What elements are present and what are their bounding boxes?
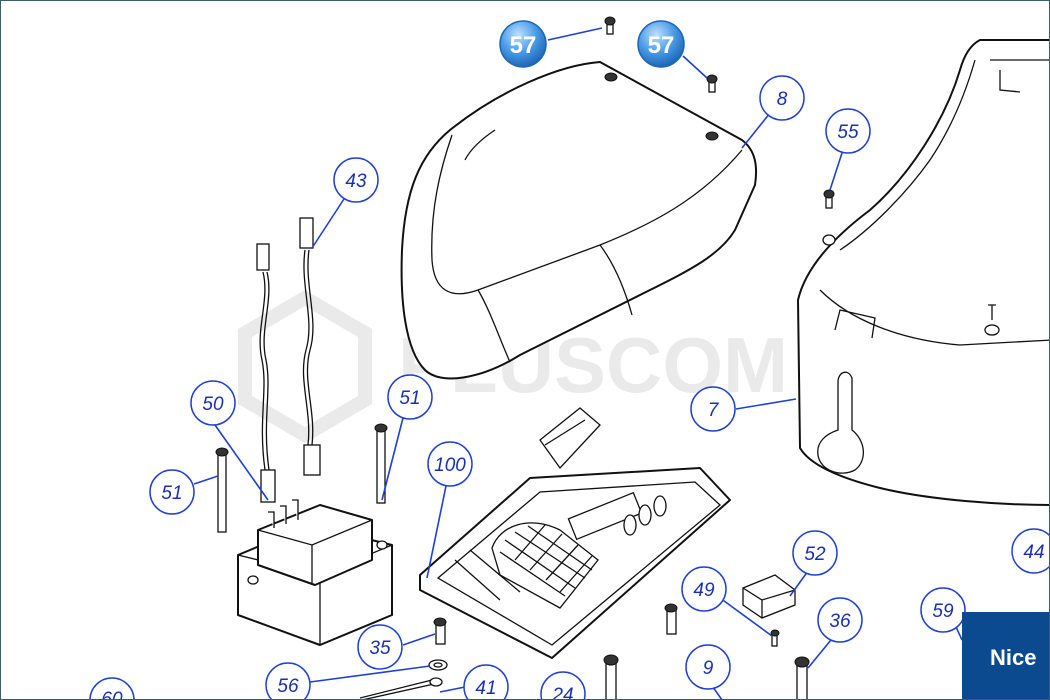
leader-lines: [193, 27, 963, 700]
callout-57a-label: 57: [510, 32, 537, 59]
svg-text:55: 55: [837, 122, 859, 143]
svg-text:52: 52: [804, 544, 826, 565]
small-parts: [359, 16, 835, 700]
callout-8: 8: [759, 75, 805, 121]
callout-57b-label: 57: [648, 32, 675, 59]
callout-43: 43: [333, 157, 379, 203]
svg-text:43: 43: [345, 171, 367, 192]
svg-text:56: 56: [277, 676, 299, 697]
callout-55: 55: [825, 108, 871, 154]
part-housing: [797, 39, 1050, 506]
svg-text:60: 60: [101, 689, 123, 700]
watermark-hex-icon: [238, 289, 372, 444]
svg-text:59: 59: [932, 601, 954, 622]
part-transformer: [237, 499, 393, 646]
part-cables: [256, 217, 321, 503]
callout-7: 7: [690, 386, 736, 432]
svg-text:51: 51: [399, 388, 420, 409]
svg-text:9: 9: [703, 658, 714, 679]
svg-text:44: 44: [1023, 542, 1044, 563]
svg-text:41: 41: [475, 678, 496, 699]
svg-text:49: 49: [693, 580, 715, 601]
brand-logo: Nice: [962, 612, 1050, 700]
callout-35: 35: [357, 624, 403, 670]
part-rods: [215, 423, 388, 533]
callout-57a: 57: [499, 20, 547, 68]
callout-59: 59: [920, 587, 966, 633]
svg-text:36: 36: [829, 611, 851, 632]
callout-52: 52: [792, 530, 838, 576]
callout-51-right: 51: [387, 374, 433, 420]
svg-text:35: 35: [369, 638, 391, 659]
callout-41: 41: [463, 664, 509, 700]
callout-60: 60: [89, 677, 135, 700]
svg-text:100: 100: [434, 455, 466, 476]
callout-57b: 57: [637, 20, 685, 68]
callout-56: 56: [265, 662, 311, 700]
callout-49: 49: [681, 566, 727, 612]
callout-24: 24: [540, 671, 586, 700]
svg-text:50: 50: [202, 394, 224, 415]
heatsink: [491, 522, 599, 609]
svg-text:8: 8: [777, 89, 788, 110]
callout-50: 50: [190, 380, 236, 426]
part-control-board: [419, 407, 731, 659]
callout-9: 9: [685, 644, 731, 690]
callout-100: 100: [427, 441, 473, 487]
callout-44: 44: [1011, 528, 1050, 574]
svg-text:7: 7: [708, 400, 720, 421]
callout-36: 36: [817, 597, 863, 643]
svg-text:24: 24: [551, 685, 573, 700]
svg-text:51: 51: [161, 483, 182, 504]
part-cover: [400, 61, 758, 380]
callout-51-left: 51: [149, 469, 195, 515]
